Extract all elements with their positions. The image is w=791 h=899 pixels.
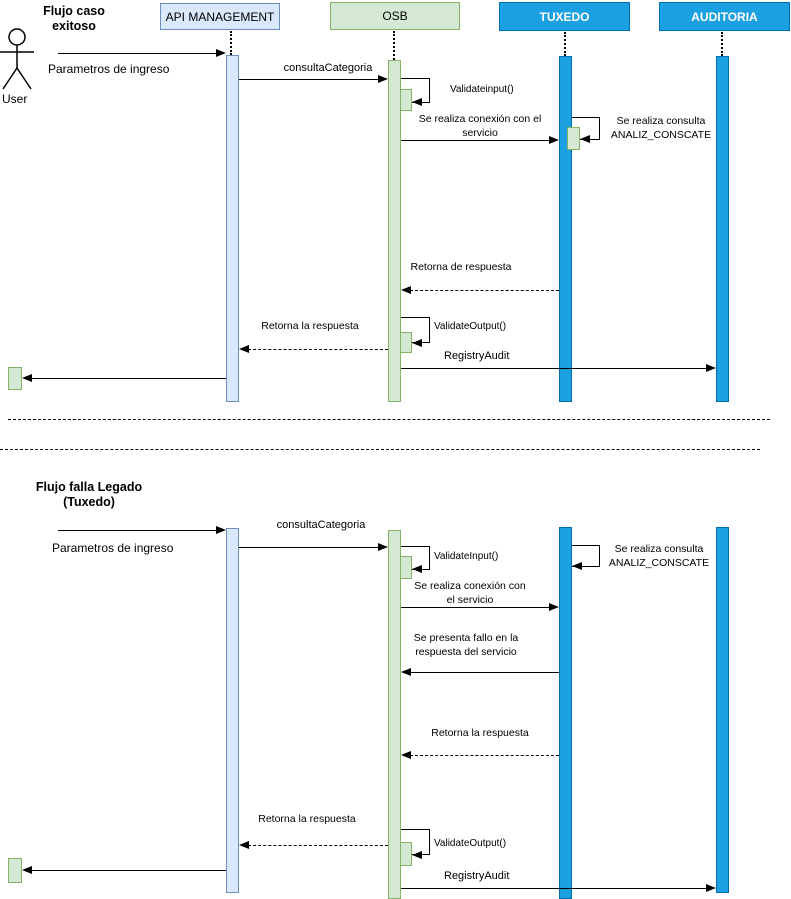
f1-user-activation	[8, 367, 22, 390]
api-management-label: API MANAGEMENT	[165, 9, 275, 24]
f2-label-fallo: Se presenta fallo en la respuesta del se…	[413, 632, 519, 658]
flow1-title-line2: exitoso	[52, 19, 96, 33]
f1-arrow-parametros	[58, 53, 218, 54]
f2-label-retorna-api: Retorna la respuesta	[258, 813, 356, 825]
f2-selfcall-tuxedo-loop	[572, 545, 600, 567]
lifeline-head-osb: OSB	[330, 2, 460, 30]
f1-label-registry-audit: RegistryAudit	[444, 350, 510, 362]
f2-label-registry-audit: RegistryAudit	[444, 870, 510, 882]
f2-arrow-retorna-api	[248, 845, 388, 846]
activation-auditoria-flow1	[716, 56, 729, 402]
auditoria-label: AUDITORIA	[691, 9, 758, 24]
activation-api-flow2	[226, 528, 239, 893]
f1-label-validate-output: ValidateOutput()	[434, 321, 507, 332]
lifeline-head-api-management: API MANAGEMENT	[160, 3, 280, 30]
f2-label-retorna-tuxedo: Retorna la respuesta	[431, 727, 529, 739]
user-label: User	[2, 92, 28, 106]
f2-arrow-consulta-categoria	[239, 547, 380, 548]
f2-nested-activation-osb-1	[400, 556, 412, 579]
f2-label-validate-input: ValidateInput()	[434, 551, 499, 562]
arrowhead-icon	[412, 851, 422, 859]
lifeline-osb	[393, 31, 395, 60]
f2-label-validate-output: ValidateOutput()	[434, 838, 507, 849]
f1-label-consulta-tuxedo: Se realiza consulta ANALIZ_CONSCATE	[608, 115, 714, 142]
arrowhead-icon	[412, 339, 422, 347]
f2-arrow-registry-audit	[401, 888, 707, 889]
f1-nested-activation-osb-1	[400, 89, 412, 111]
f1-label-parametros: Parametros de ingreso	[48, 62, 170, 76]
f2-nested-activation-osb-2	[400, 842, 412, 866]
arrowhead-icon	[22, 374, 32, 382]
arrowhead-icon	[22, 866, 32, 874]
f1-label-retorna-la-respuesta: Retorna la respuesta	[261, 320, 359, 332]
flow1-title: Flujo caso exitoso	[28, 4, 120, 34]
lifeline-tuxedo	[564, 32, 566, 56]
f1-nested-activation-tuxedo	[567, 127, 580, 150]
arrowhead-icon	[216, 526, 226, 534]
flow2-title-line1: Flujo falla Legado	[35, 480, 143, 494]
activation-api-flow1	[226, 55, 239, 402]
arrowhead-icon	[706, 884, 716, 892]
arrowhead-icon	[549, 136, 559, 144]
lifeline-head-auditoria: AUDITORIA	[659, 2, 790, 31]
f1-label-retorna-respuesta: Retorna de respuesta	[410, 261, 512, 273]
lifeline-api	[230, 31, 232, 55]
arrowhead-icon	[549, 603, 559, 611]
f1-arrow-consulta-categoria	[239, 79, 380, 80]
arrowhead-icon	[239, 345, 249, 353]
f2-label-consulta-tuxedo-l2: ANALIZ_CONSCATE	[608, 556, 710, 569]
f1-label-consulta-tuxedo-l1: Se realiza consulta	[616, 115, 706, 127]
lifeline-head-tuxedo: TUXEDO	[499, 2, 630, 31]
arrowhead-icon	[378, 75, 388, 83]
f1-arrow-registry-audit	[401, 368, 707, 369]
tuxedo-label: TUXEDO	[539, 9, 590, 24]
f2-arrow-conexion	[401, 607, 550, 608]
f1-arrow-conexion	[401, 140, 550, 141]
arrowhead-icon	[401, 286, 411, 294]
f2-arrow-retorna-tuxedo	[410, 755, 559, 756]
f2-label-consulta-categoria: consultaCategoria	[276, 519, 366, 531]
arrowhead-icon	[580, 135, 590, 143]
activation-auditoria-flow2	[716, 527, 729, 893]
arrowhead-icon	[401, 751, 411, 759]
f2-arrow-parametros	[58, 530, 218, 531]
arrowhead-icon	[401, 668, 411, 676]
f2-label-parametros: Parametros de ingreso	[52, 541, 174, 555]
separator-line-1	[8, 419, 770, 420]
separator-line-2	[0, 449, 760, 450]
f2-user-activation	[8, 858, 22, 883]
f1-arrow-retorna-respuesta	[410, 290, 559, 291]
activation-osb-flow1	[388, 60, 401, 402]
activation-tuxedo-flow2	[559, 527, 572, 899]
flow2-title: Flujo falla Legado (Tuxedo)	[33, 480, 145, 510]
arrowhead-icon	[412, 98, 422, 106]
arrowhead-icon	[378, 543, 388, 551]
f1-label-validate-input: Validateinput()	[450, 84, 514, 95]
lifeline-auditoria	[721, 32, 723, 56]
f1-arrow-retorna-la-respuesta	[248, 349, 388, 350]
arrowhead-icon	[706, 364, 716, 372]
arrowhead-icon	[572, 562, 582, 570]
activation-tuxedo-flow1	[559, 56, 572, 402]
arrowhead-icon	[216, 49, 226, 57]
f2-label-consulta-tuxedo-l1: Se realiza consulta	[614, 543, 704, 555]
flow1-title-line1: Flujo caso	[43, 4, 105, 18]
user-actor-icon	[0, 26, 34, 92]
f2-label-conexion: Se realiza conexión con el servicio	[414, 580, 526, 606]
arrowhead-icon	[412, 565, 422, 573]
f2-arrow-return-user	[31, 870, 226, 871]
f1-nested-activation-osb-2	[400, 332, 412, 353]
osb-label: OSB	[382, 9, 408, 23]
flow2-title-line2: (Tuxedo)	[63, 495, 115, 509]
f2-label-consulta-tuxedo: Se realiza consulta ANALIZ_CONSCATE	[606, 543, 712, 570]
f1-label-conexion: Se realiza conexión con el servicio	[418, 113, 542, 139]
arrowhead-icon	[239, 841, 249, 849]
f2-arrow-fallo	[410, 672, 559, 673]
f1-label-consulta-tuxedo-l2: ANALIZ_CONSCATE	[610, 128, 712, 141]
f1-arrow-return-user	[31, 378, 226, 379]
f1-label-consulta-categoria: consultaCategoria	[283, 62, 373, 74]
